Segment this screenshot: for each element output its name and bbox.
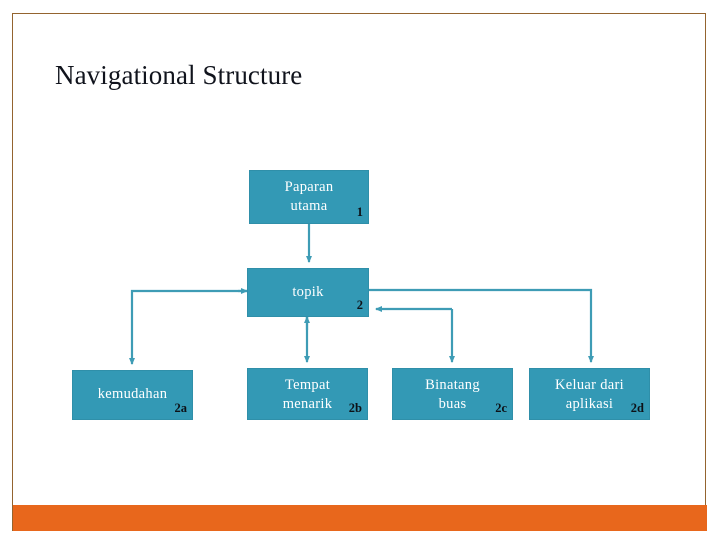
page-title: Navigational Structure xyxy=(55,60,303,90)
diagram-node-label: Binatang buas xyxy=(425,377,480,412)
diagram-node-tag: 2b xyxy=(348,401,362,415)
diagram-node-keluar-dari-aplikasi[interactable]: Keluar dari aplikasi 2d xyxy=(529,368,650,420)
diagram-node-label: kemudahan xyxy=(97,386,168,402)
connector-topik-to-kemudahan xyxy=(129,289,247,365)
footer-accent-band xyxy=(13,505,707,531)
diagram-node-tag: 2a xyxy=(174,401,188,415)
diagram-node-label: Tempat menarik xyxy=(282,377,333,412)
diagram-node-paparan-utama[interactable]: Paparan utama 1 xyxy=(249,170,369,224)
diagram-node-label: Paparan utama xyxy=(284,179,334,214)
diagram-node-label: topik xyxy=(292,284,324,300)
diagram-node-topik[interactable]: topik 2 xyxy=(247,268,369,317)
diagram-node-tempat-menarik[interactable]: Tempat menarik 2b xyxy=(247,368,368,420)
diagram-node-tag: 1 xyxy=(356,205,363,219)
diagram-node-label: Keluar dari aplikasi xyxy=(555,377,624,412)
diagram-node-binatang-buas[interactable]: Binatang buas 2c xyxy=(392,368,513,420)
diagram-node-kemudahan[interactable]: kemudahan 2a xyxy=(72,370,193,420)
diagram-node-tag: 2d xyxy=(630,401,644,415)
connector-topik-to-keluar xyxy=(369,288,594,363)
diagram-node-tag: 2 xyxy=(356,298,363,312)
diagram-node-tag: 2c xyxy=(495,401,507,415)
